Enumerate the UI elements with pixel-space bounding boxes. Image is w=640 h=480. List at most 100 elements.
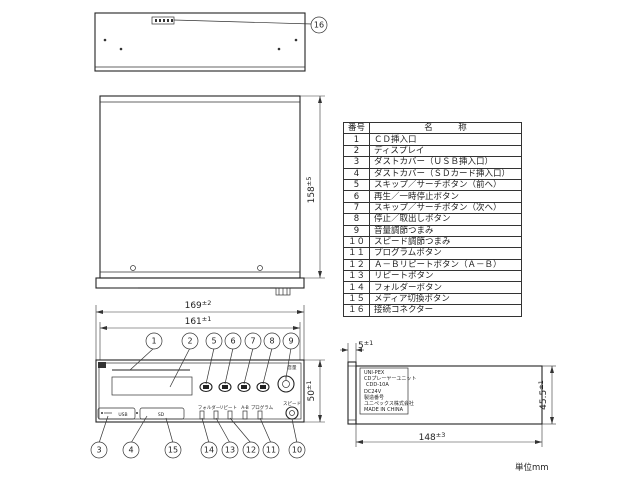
part-number: 2 bbox=[342, 144, 371, 158]
part-number: １１ bbox=[342, 247, 371, 260]
speed-knob bbox=[285, 406, 299, 420]
front-callouts-bottom: 3 4 15 14 13 12 11 10 bbox=[90, 415, 306, 459]
part-number: １６ bbox=[342, 304, 371, 317]
svg-text:15: 15 bbox=[168, 446, 178, 455]
part-name: 再生／一時停止ボタン bbox=[369, 190, 523, 203]
connector-block bbox=[151, 16, 175, 25]
part-name: フォルダーボタン bbox=[369, 281, 523, 294]
connector-pins bbox=[155, 19, 173, 22]
svg-text:50±1: 50±1 bbox=[305, 380, 317, 401]
svg-text:音量: 音量 bbox=[288, 364, 297, 371]
svg-text:45.5±1: 45.5±1 bbox=[537, 380, 549, 410]
part-number: 7 bbox=[342, 201, 371, 215]
svg-text:UNI-PEX: UNI-PEX bbox=[364, 370, 385, 376]
svg-text:14: 14 bbox=[204, 446, 214, 455]
part-name: メディア切換ボタン bbox=[369, 292, 523, 306]
part-name: スキップ／サーチボタン（次へ） bbox=[369, 201, 523, 215]
right-side-view: UNI-PEX CDプレーヤーユニット CDD-10A DC24V 製造番号 ユ… bbox=[340, 339, 556, 447]
width-dimensions: 169±2 161±1 bbox=[95, 299, 305, 360]
svg-text:リピート: リピート bbox=[219, 405, 237, 411]
svg-text:148±3: 148±3 bbox=[419, 431, 446, 443]
part-number: 4 bbox=[342, 167, 371, 180]
svg-text:7: 7 bbox=[250, 337, 255, 346]
svg-text:4: 4 bbox=[128, 446, 133, 455]
svg-text:プログラム: プログラム bbox=[251, 404, 274, 411]
part-number: １０ bbox=[342, 235, 371, 249]
svg-text:16: 16 bbox=[314, 21, 324, 30]
front-callouts-top: 1 2 5 6 7 8 9 bbox=[129, 332, 300, 388]
svg-text:スピード: スピード bbox=[283, 401, 301, 407]
svg-text:158±5: 158±5 bbox=[305, 177, 317, 204]
side-view: 158±5 bbox=[95, 95, 325, 296]
top-view: 16 bbox=[94, 12, 328, 72]
part-number: 8 bbox=[342, 213, 371, 226]
part-number: １５ bbox=[342, 292, 371, 306]
svg-text:CDD-10A: CDD-10A bbox=[366, 382, 389, 388]
svg-text:11: 11 bbox=[266, 446, 276, 455]
part-number: 1 bbox=[342, 133, 371, 146]
part-name: ＣＤ挿入口 bbox=[369, 133, 523, 146]
svg-text:製造番号: 製造番号 bbox=[364, 394, 384, 401]
svg-text:12: 12 bbox=[246, 446, 256, 455]
svg-text:10: 10 bbox=[292, 446, 302, 455]
part-name: 音量調節つまみ bbox=[369, 224, 523, 237]
header-name: 名 称 bbox=[369, 121, 523, 135]
svg-text:3: 3 bbox=[96, 446, 101, 455]
svg-text:ユニペックス株式会社: ユニペックス株式会社 bbox=[364, 400, 414, 407]
usb-cover bbox=[97, 407, 136, 420]
part-name: 停止／取出しボタン bbox=[369, 213, 523, 226]
front-panel-side bbox=[95, 277, 305, 289]
part-name: 接続コネクター bbox=[369, 304, 523, 317]
header-num: 番号 bbox=[342, 121, 371, 135]
svg-text:MADE IN CHINA: MADE IN CHINA bbox=[364, 407, 404, 413]
part-name: スキップ／サーチボタン（前へ） bbox=[369, 178, 523, 192]
part-number: １４ bbox=[342, 281, 371, 294]
svg-text:2: 2 bbox=[187, 337, 192, 346]
part-name: ディスプレイ bbox=[369, 144, 523, 158]
part-number: 6 bbox=[342, 190, 371, 203]
svg-text:A-B: A-B bbox=[241, 405, 249, 411]
volume-knob bbox=[277, 375, 295, 393]
svg-text:USB: USB bbox=[118, 412, 127, 418]
part-name: ダストカバー（ＳＤカード挿入口） bbox=[369, 167, 523, 180]
svg-text:1: 1 bbox=[151, 337, 156, 346]
part-number: １３ bbox=[342, 270, 371, 283]
svg-text:169±2: 169±2 bbox=[185, 299, 212, 311]
part-name: Ａ－Ｂリピートボタン（Ａ－Ｂ） bbox=[369, 258, 523, 272]
svg-text:8: 8 bbox=[269, 337, 274, 346]
part-name: プログラムボタン bbox=[369, 247, 523, 260]
svg-text:6: 6 bbox=[230, 337, 235, 346]
svg-text:5±1: 5±1 bbox=[358, 339, 373, 351]
brand-logo bbox=[98, 362, 106, 368]
display-window bbox=[111, 376, 193, 396]
part-number: 5 bbox=[342, 178, 371, 192]
part-number: １２ bbox=[342, 258, 371, 272]
part-number: 3 bbox=[342, 156, 371, 169]
svg-text:9: 9 bbox=[288, 337, 293, 346]
svg-text:13: 13 bbox=[225, 446, 235, 455]
svg-text:フォルダー: フォルダー bbox=[198, 404, 221, 411]
svg-text:5: 5 bbox=[211, 337, 216, 346]
sd-cover bbox=[139, 407, 185, 420]
part-name: リピートボタン bbox=[369, 270, 523, 283]
svg-text:DC24V: DC24V bbox=[364, 389, 382, 395]
callout-16: 16 bbox=[310, 16, 328, 34]
part-name: ダストカバー（ＵＳＢ挿入口） bbox=[369, 156, 523, 169]
